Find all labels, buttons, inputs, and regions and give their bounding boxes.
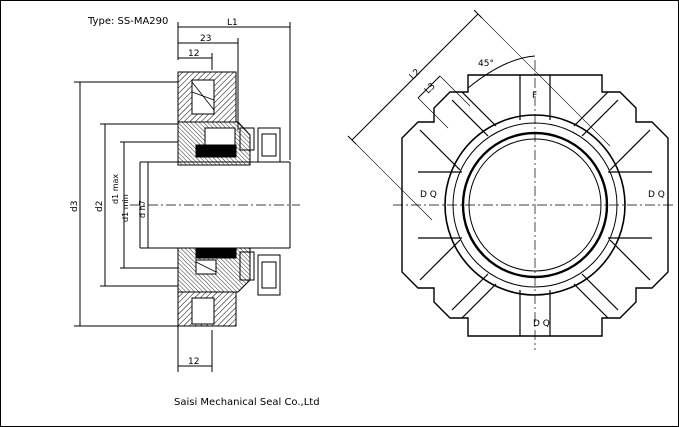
front-view (347, 9, 676, 350)
dim-d-h7: d h7 (138, 200, 147, 218)
dim-d1-max: d1 max (111, 174, 120, 204)
label-DQ-bottom: D Q (533, 319, 550, 329)
dim-d2: d2 (95, 201, 105, 212)
dim-12-top: 12 (188, 49, 199, 59)
dim-L1: L1 (227, 18, 238, 28)
label-DQ-left: D Q (420, 190, 437, 200)
label-DQ-right: D Q (648, 190, 665, 200)
dim-12-bottom: 12 (188, 357, 199, 367)
side-view (74, 22, 300, 372)
dim-L2: L2 (408, 67, 423, 82)
dim-d3: d3 (70, 201, 80, 212)
company-name: Saisi Mechanical Seal Co.,Ltd (174, 397, 320, 408)
label-F: F (532, 91, 537, 101)
dim-L3: L3 (423, 81, 438, 96)
dim-d1-min: d1 min (121, 194, 130, 222)
angle-45: 45° (478, 59, 494, 69)
type-label: Type: SS-MA290 (87, 16, 168, 27)
dim-23: 23 (200, 34, 211, 44)
